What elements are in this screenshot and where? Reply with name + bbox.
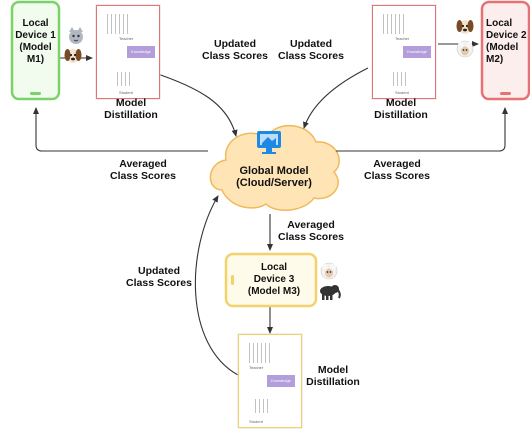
distill-doc-3: Teacher Knowledge Student bbox=[238, 334, 302, 428]
arrow-cloud-to-device1 bbox=[33, 107, 208, 152]
cat-icon bbox=[69, 27, 83, 44]
teacher-label: Teacher bbox=[249, 365, 264, 370]
device2-phone bbox=[480, 0, 530, 101]
knowledge-box: Knowledge bbox=[267, 375, 295, 387]
elephant-icon bbox=[320, 285, 341, 300]
updated-scores-label-3: Updated Class Scores bbox=[126, 265, 192, 289]
teacher-label: Teacher bbox=[119, 36, 134, 41]
arrow-distill1-to-cloud bbox=[151, 71, 238, 137]
arrow-distill2-to-cloud bbox=[303, 67, 369, 129]
averaged-scores-label-1: Averaged Class Scores bbox=[110, 158, 176, 182]
student-label: Student bbox=[395, 90, 409, 95]
model-distillation-label-2: Model Distillation bbox=[374, 97, 428, 121]
global-model-title-text: Global Model bbox=[239, 165, 309, 177]
dog-icon bbox=[64, 49, 82, 63]
monitor-icon bbox=[257, 131, 281, 154]
global-model-cloud bbox=[209, 124, 340, 211]
averaged-scores-label-2: Averaged Class Scores bbox=[364, 158, 430, 182]
knowledge-box: Knowledge bbox=[127, 46, 155, 58]
arrow-cloud-to-device2 bbox=[336, 107, 508, 152]
sheep-icon bbox=[320, 262, 338, 280]
student-label: Student bbox=[249, 419, 263, 424]
global-model-title: Global Model (Cloud/Server) bbox=[222, 165, 326, 189]
device3-phone bbox=[224, 252, 318, 308]
arrow-distill3-to-cloud bbox=[194, 195, 239, 376]
teacher-label: Teacher bbox=[395, 36, 410, 41]
device2-label: Local Device 2 (Model M2) bbox=[486, 18, 527, 65]
device1-label: Local Device 1 (Model M1) bbox=[15, 18, 56, 65]
distill-doc-1: Teacher Knowledge Student bbox=[96, 5, 160, 99]
global-model-subtitle-text: (Cloud/Server) bbox=[236, 177, 312, 189]
updated-scores-label-2: Updated Class Scores bbox=[278, 38, 344, 62]
dog-icon bbox=[456, 20, 474, 34]
updated-scores-label-1: Updated Class Scores bbox=[202, 38, 268, 62]
distill-doc-2: Teacher Knowledge Student bbox=[372, 5, 436, 99]
arrows bbox=[33, 41, 508, 376]
sheep-icon bbox=[456, 40, 474, 58]
knowledge-box: Knowledge bbox=[403, 46, 431, 58]
device1-phone bbox=[10, 0, 61, 101]
model-distillation-label-3: Model Distillation bbox=[306, 364, 360, 388]
model-distillation-label-1: Model Distillation bbox=[104, 97, 158, 121]
student-label: Student bbox=[119, 90, 133, 95]
averaged-scores-label-3: Averaged Class Scores bbox=[278, 219, 344, 243]
device3-label: Local Device 3 (Model M3) bbox=[247, 262, 301, 297]
